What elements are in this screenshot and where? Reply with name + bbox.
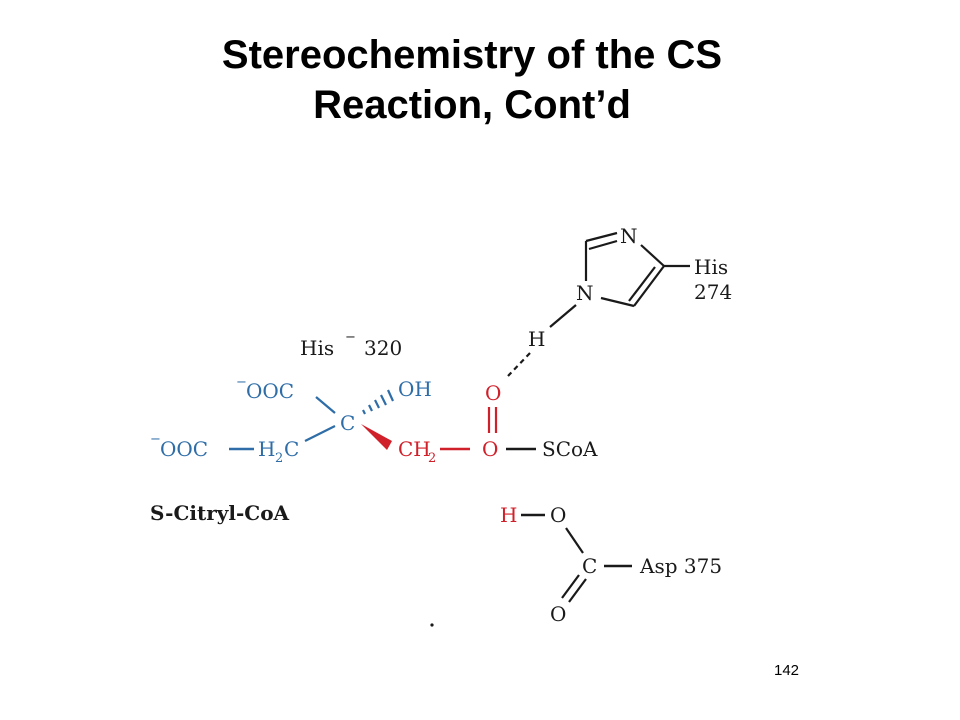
asp-o-c-bond: [565, 527, 584, 554]
ring-bond-c4-c5-double: [628, 266, 656, 302]
bridging-h: H: [528, 327, 545, 351]
stray-dot: [430, 623, 434, 627]
slide-title: Stereochemistry of the CS Reaction, Cont…: [0, 30, 944, 130]
his274-number: 274: [694, 280, 732, 304]
hash-1: [362, 409, 366, 415]
slide-title-line-1: Stereochemistry of the CS: [221, 33, 723, 77]
h2c-h: H: [258, 437, 275, 461]
coo-top-charge: −: [236, 375, 247, 390]
compound-label: S-Citryl-CoA: [150, 501, 290, 525]
ring-bond-n3-c4: [640, 244, 665, 267]
hash-2: [368, 404, 373, 412]
page-number: 142: [774, 662, 800, 679]
asp375-label: Asp 375: [639, 554, 722, 578]
his320-charge: −: [345, 330, 356, 345]
coo-top: OOC: [246, 379, 294, 403]
ring-bond-c2-n3-double: [588, 239, 618, 251]
ch2-solid-wedge: [361, 424, 392, 450]
ring-bond-c5-n1: [600, 296, 635, 308]
his274-label: His: [694, 255, 728, 279]
n-h-bond: [549, 304, 577, 328]
coo-left: OOC: [160, 437, 208, 461]
ring-bond-c2-n3: [585, 231, 618, 243]
hydrogen-bond-dashed: [507, 352, 531, 377]
hash-4: [380, 394, 387, 406]
asp-c: C: [582, 554, 597, 578]
asp-o-bottom: O: [550, 602, 566, 626]
thioester-o: O: [482, 437, 498, 461]
carbonyl-o: O: [485, 381, 501, 405]
his274-imidazole-ring: [584, 231, 690, 308]
his320-number: 320: [364, 336, 402, 360]
ring-n-bottom: N: [576, 281, 594, 305]
ch2-sub: 2: [428, 451, 436, 466]
coo-left-charge: −: [150, 432, 161, 447]
his320-label: His: [300, 336, 334, 360]
h2c-sub: 2: [275, 451, 283, 466]
asp-o-top: O: [550, 503, 566, 527]
hash-5: [386, 389, 395, 402]
hash-3: [374, 399, 380, 409]
scoa: SCoA: [542, 437, 598, 461]
asp-carbonyl-bond-1: [561, 574, 580, 599]
central-carbon: C: [340, 411, 355, 435]
hydroxyl: OH: [398, 377, 432, 401]
oh-hashed-wedge: [362, 389, 395, 415]
asp-h: H: [500, 503, 517, 527]
ring-n-top: N: [620, 224, 638, 248]
ch2-c: CH: [398, 437, 431, 461]
coo-top-to-c-bond: [315, 396, 336, 414]
ring-bond-c4-c5: [633, 265, 665, 307]
h2c-c: C: [284, 437, 299, 461]
asp-carbonyl-bond-2: [568, 578, 587, 603]
ch2-to-central-c-bond: [304, 425, 336, 442]
slide-title-line-2: Reaction, Cont’d: [313, 83, 631, 127]
